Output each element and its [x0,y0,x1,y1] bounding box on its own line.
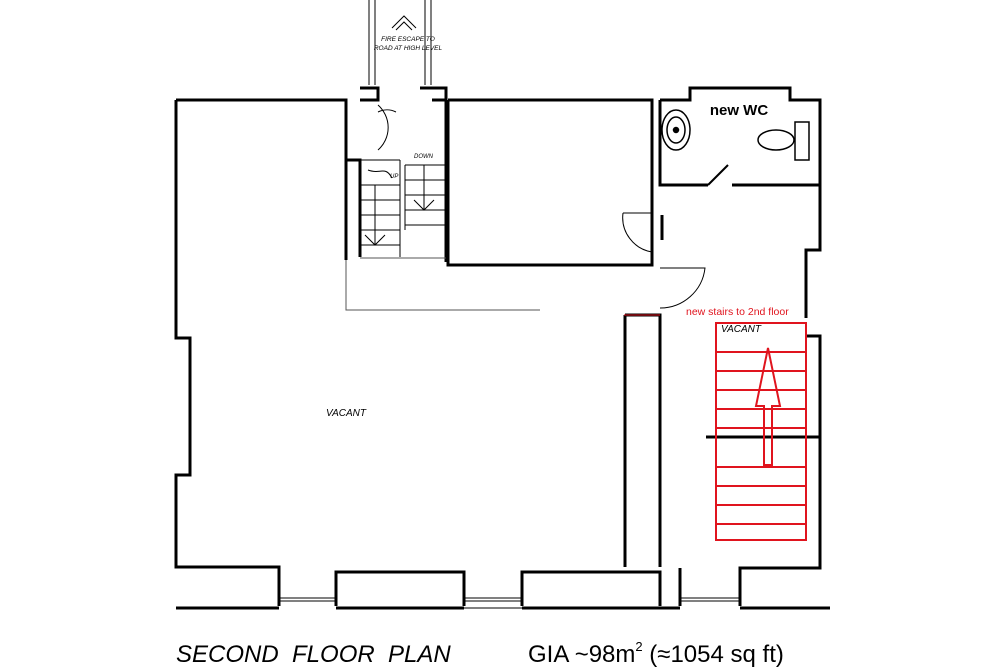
gia-prefix: GIA ~98m [528,641,635,667]
wc-label: new WC [710,102,768,119]
down-label: DOWN [414,154,434,160]
fire-escape-corridor [368,0,432,85]
fire-escape-label: FIRE ESCAPE TO [381,36,435,43]
existing-stairs [360,159,446,257]
walls [174,86,830,610]
plan-title: SECOND FLOOR PLAN [176,641,451,667]
new-stairs-label: new stairs to 2nd floor [686,306,789,318]
wc-fixtures [661,109,810,161]
gia-suffix: (≈1054 sq ft) [643,641,784,667]
thin-lines [345,257,540,311]
windows [279,597,740,602]
fire-escape-label-2: ROAD AT HIGH LEVEL [374,45,443,52]
new-stairs-drawing [715,322,807,541]
gia-text: GIA ~98m2 (≈1054 sq ft) [528,639,784,667]
doors [377,104,729,309]
gia-superscript: 2 [635,639,642,654]
vacant-main-label: VACANT [326,408,367,419]
up-label: UP [390,174,398,180]
vacant-right-label: VACANT [721,324,762,335]
